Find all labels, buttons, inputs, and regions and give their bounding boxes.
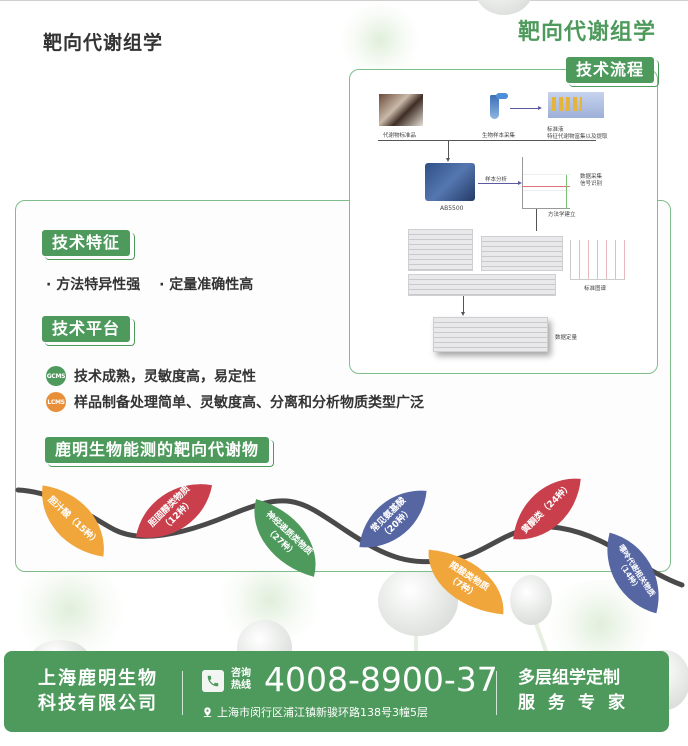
result-table xyxy=(481,236,563,271)
hotline-label: 咨询 热线 xyxy=(231,668,251,691)
extraction-vials xyxy=(552,97,582,111)
platform-tag: 技术平台 xyxy=(42,316,136,346)
method-label: 方法学建立 xyxy=(548,212,576,218)
slogan: 多层组学定制 服务专家 xyxy=(518,668,638,713)
divider xyxy=(496,671,497,715)
arrow-head xyxy=(446,158,450,162)
standards-label: 代谢物标准品 xyxy=(383,133,417,139)
extraction-label-1: 标准液 xyxy=(547,127,564,133)
sample-analysis-label: 样本分析 xyxy=(485,177,508,183)
quant-label: 数据定量 xyxy=(555,335,578,341)
phone-number[interactable]: 4008-8900-37 xyxy=(264,660,498,699)
page-title: 靶向代谢组学 xyxy=(43,32,164,54)
technical-flow-tag: 技术流程 xyxy=(566,57,660,87)
connector-line xyxy=(536,209,537,231)
platform-item-lcms: LCMS 样品制备处理简单、灵敏度高、分离和分析物质类型广泛 xyxy=(46,392,424,412)
background-glow xyxy=(340,0,420,80)
feature-list: · 方法特异性强 · 定量准确性高 xyxy=(46,274,267,294)
standards-image xyxy=(379,94,423,126)
extraction-label-2: 特征代谢物富集以及提取 xyxy=(547,134,608,140)
platform-item-text: 样品制备处理简单、灵敏度高、分离和分析物质类型广泛 xyxy=(74,395,424,411)
quant-table xyxy=(433,317,548,352)
platform-item-text: 技术成熟，灵敏度高，易定性 xyxy=(74,369,256,385)
standard-spectra-image xyxy=(570,240,625,280)
company-name: 上海鹿明生物 科技有限公司 xyxy=(38,668,158,714)
contact-footer: 上海鹿明生物 科技有限公司 咨询 热线 4008-8900-37 上海市闵行区浦… xyxy=(4,651,669,732)
address: 上海市闵行区浦江镇新骏环路138号3幢5层 xyxy=(202,704,428,720)
signal-line xyxy=(566,175,567,209)
arrow-head xyxy=(518,181,522,185)
instrument-label: AB5500 xyxy=(440,205,464,212)
metabolites-tag: 鹿明生物能测的靶向代谢物 xyxy=(45,437,275,467)
features-tag: 技术特征 xyxy=(42,230,136,260)
phone-icon xyxy=(202,670,224,692)
connector-line xyxy=(463,296,464,314)
connector-line xyxy=(378,140,596,141)
lcms-badge-icon: LCMS xyxy=(46,392,66,412)
instrument-image xyxy=(425,163,475,201)
sample-cap-icon xyxy=(496,93,508,99)
chromatogram-image xyxy=(522,157,570,209)
arrow-head xyxy=(461,312,465,316)
data-acq-label-1: 数据采集 xyxy=(580,174,603,180)
standard-spectra-label: 标准图谱 xyxy=(584,286,607,292)
location-pin-icon xyxy=(203,707,212,718)
result-table xyxy=(408,274,556,296)
top-border xyxy=(0,0,688,1)
background-sphere xyxy=(474,0,534,15)
divider xyxy=(182,671,183,715)
gcms-badge-icon: GCMS xyxy=(46,366,66,386)
brand-title: 靶向代谢组学 xyxy=(518,20,657,45)
arrow-head xyxy=(538,106,542,110)
data-acq-label-2: 信号识别 xyxy=(580,181,603,187)
arrow-line xyxy=(478,183,518,184)
signal-line xyxy=(522,186,570,187)
result-table xyxy=(408,229,473,271)
background-sphere xyxy=(510,575,552,625)
sample-tube-icon xyxy=(490,95,499,119)
connector-line xyxy=(448,140,449,160)
feature-item: · 定量准确性高 xyxy=(159,277,254,293)
sample-collection-label: 生物样本采集 xyxy=(482,133,516,139)
platform-item-gcms: GCMS 技术成熟，灵敏度高，易定性 xyxy=(46,366,256,386)
feature-item: · 方法特异性强 xyxy=(46,277,141,293)
arrow-line xyxy=(510,108,538,109)
